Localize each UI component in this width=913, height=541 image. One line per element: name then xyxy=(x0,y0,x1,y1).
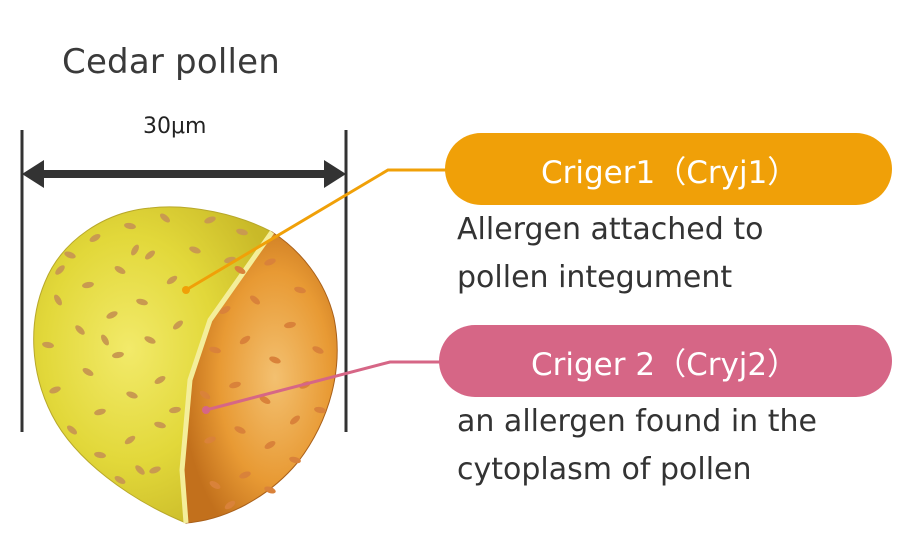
inner-granule xyxy=(314,406,326,414)
outer-granule xyxy=(101,334,109,346)
outer-granule xyxy=(42,341,54,349)
inner-granule xyxy=(312,346,324,354)
inner-granule xyxy=(239,335,251,345)
inner-granule xyxy=(294,286,306,294)
outer-granule xyxy=(145,250,155,260)
scale-arrow-left-icon xyxy=(22,160,44,188)
outer-granule xyxy=(173,320,183,330)
allergen-description-cryj1: Allergen attached to pollen integument xyxy=(457,206,763,302)
outer-granule xyxy=(169,406,181,414)
outer-granule xyxy=(94,408,106,416)
outer-granule xyxy=(149,466,161,474)
outer-granule xyxy=(94,451,106,459)
outer-granule xyxy=(82,281,94,289)
inner-granule xyxy=(209,481,221,489)
outer-granule xyxy=(135,465,145,475)
outer-granule xyxy=(136,298,148,306)
outer-granule xyxy=(144,336,156,344)
description-line: an allergen found in the xyxy=(457,404,817,439)
outer-granule xyxy=(54,294,62,306)
outer-granule xyxy=(131,244,139,256)
inner-granule xyxy=(204,436,216,444)
outer-granule xyxy=(166,275,178,285)
leader-dot-cryj2 xyxy=(202,406,210,414)
outer-granule xyxy=(124,435,136,445)
inner-granule xyxy=(199,390,211,400)
inner-granule xyxy=(290,415,300,425)
outer-granule xyxy=(204,216,216,224)
outer-granule xyxy=(75,325,85,335)
inner-granules xyxy=(199,258,326,510)
outer-granule xyxy=(49,386,61,394)
allergen-label-cryj1: Criger1（Cryj1） xyxy=(445,133,892,205)
pollen-outer-shell xyxy=(33,206,273,524)
allergen-description-cryj2: an allergen found in the cytoplasm of po… xyxy=(457,398,817,494)
leader-dot-cryj1 xyxy=(182,286,190,294)
outer-granule xyxy=(89,234,101,242)
inner-granule xyxy=(264,486,276,494)
outer-granule xyxy=(189,246,201,254)
inner-granule xyxy=(234,426,246,434)
scale-bar xyxy=(20,130,348,432)
inner-granule xyxy=(259,396,271,404)
outer-granule xyxy=(126,391,138,399)
outer-granule xyxy=(106,311,118,319)
outer-granule xyxy=(64,251,76,259)
outer-granule xyxy=(236,228,248,236)
allergen-label-cryj2: Criger 2（Cryj2） xyxy=(439,325,892,397)
outer-granule xyxy=(82,368,94,376)
pollen-cut-edge xyxy=(179,230,275,524)
scale-arrow-right-icon xyxy=(324,160,346,188)
outer-granule xyxy=(114,476,126,484)
inner-granule xyxy=(239,471,251,479)
inner-granule xyxy=(289,456,301,464)
inner-granule xyxy=(264,441,276,449)
outer-granule xyxy=(114,266,126,274)
diagram-title: Cedar pollen xyxy=(62,42,281,82)
description-line: cytoplasm of pollen xyxy=(457,452,752,487)
scale-label: 30μm xyxy=(143,114,207,139)
allergen-name-cryj2: Criger 2（Cryj2） xyxy=(531,346,799,383)
inner-granule xyxy=(219,306,231,314)
inner-granule xyxy=(269,356,281,364)
leader-line-cryj2 xyxy=(205,360,441,412)
allergen-name-cryj1: Criger1（Cryj1） xyxy=(541,154,799,191)
outer-granule xyxy=(154,376,166,384)
outer-granule xyxy=(55,265,65,275)
outer-granules xyxy=(42,213,248,484)
inner-granule xyxy=(209,346,221,354)
outer-granule xyxy=(160,213,170,223)
description-line: Allergen attached to xyxy=(457,212,764,247)
inner-granule xyxy=(284,321,296,329)
leader-line-cryj1 xyxy=(185,168,447,292)
inner-granule xyxy=(229,381,241,389)
inner-granule xyxy=(264,258,276,266)
outer-granule xyxy=(154,421,166,429)
outer-granule xyxy=(67,425,77,435)
description-line: pollen integument xyxy=(457,260,733,295)
inner-granule xyxy=(224,500,236,510)
inner-granule xyxy=(250,295,260,305)
inner-granule xyxy=(234,266,246,274)
pollen-grain xyxy=(33,206,338,524)
outer-granule xyxy=(124,222,136,230)
outer-granule xyxy=(112,351,124,359)
